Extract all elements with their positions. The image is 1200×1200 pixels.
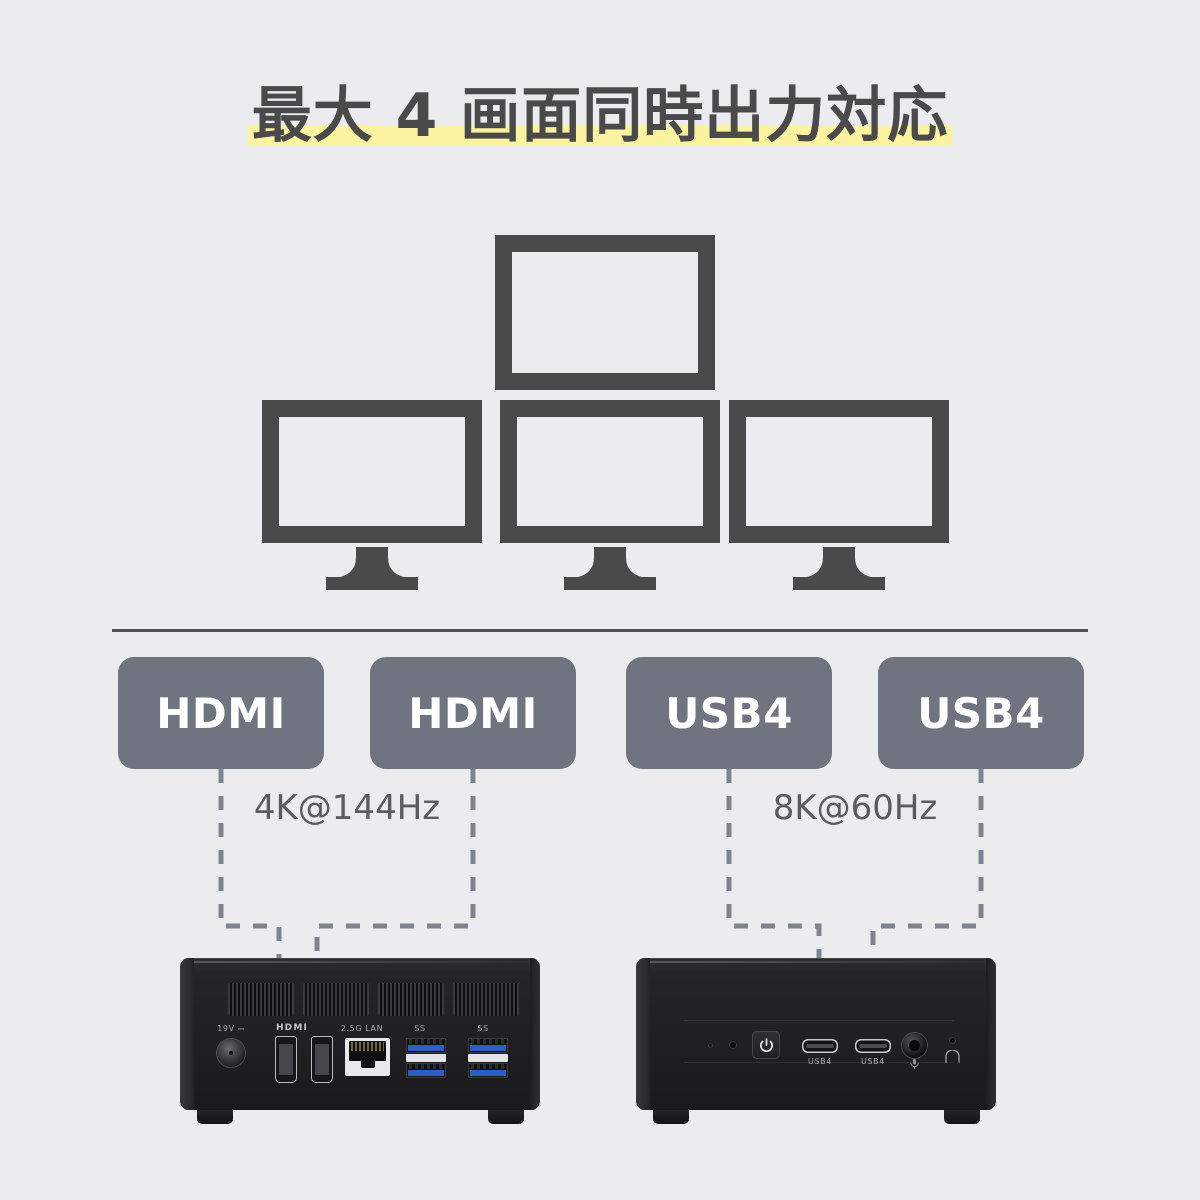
- badge-hdmi-1-label: HDMI: [156, 688, 286, 738]
- headphone-icon: [945, 1050, 960, 1063]
- monitor-center-screen: [517, 417, 703, 526]
- usb-a-port-2-bottom-blue: [470, 1070, 506, 1076]
- usb-a-port-1-top-teeth: [409, 1039, 443, 1044]
- vent-2: [303, 983, 369, 1016]
- audio-jack[interactable]: [902, 1033, 927, 1058]
- lan-port-pins: [351, 1042, 384, 1051]
- vent-1: [228, 983, 294, 1016]
- monitor-right-stand: [793, 547, 885, 590]
- label-usb-right: SS: [477, 1024, 489, 1033]
- page-title: 最大 4 画面同時出力対応: [247, 86, 953, 146]
- front-left-edge: [636, 958, 650, 1110]
- mini-pc-rear: 19V ⎓ HDMI 2.5G LAN SS SS: [180, 958, 540, 1110]
- mini-pc-front-body: USB4 USB4: [636, 958, 996, 1110]
- usb4-port-1-tongue: [806, 1044, 834, 1048]
- usb-a-port-1-top-blue: [408, 1045, 444, 1051]
- badge-hdmi-1[interactable]: HDMI: [118, 657, 324, 769]
- section-divider: [112, 629, 1088, 632]
- usb-a-port-2-top-blue: [470, 1045, 506, 1051]
- label-lan: 2.5G LAN: [340, 1024, 384, 1033]
- usb4-port-1[interactable]: [802, 1039, 838, 1053]
- usb-a-port-2-bottom-teeth: [471, 1064, 505, 1069]
- hdmi-port-1-inner: [279, 1044, 293, 1075]
- badge-usb4-1[interactable]: USB4: [626, 657, 832, 769]
- badge-usb4-1-label: USB4: [665, 688, 793, 738]
- label-power-input: 19V ⎓: [217, 1024, 245, 1033]
- front-foot-right: [944, 1110, 980, 1124]
- hdmi-port-1[interactable]: [275, 1036, 297, 1083]
- hdmi-port-2[interactable]: [311, 1036, 333, 1083]
- usb-a-port-2-bottom[interactable]: [468, 1063, 508, 1078]
- usb-a-stack-1-separator: [406, 1054, 446, 1062]
- monitor-right: [729, 400, 949, 543]
- dc-jack-pin: [229, 1051, 233, 1055]
- resolution-label-usb4: 8K@60Hz: [772, 788, 938, 828]
- status-led-2: [729, 1041, 737, 1049]
- title-highlight-band: [247, 125, 953, 145]
- page-title-container: 最大 4 画面同時出力対応: [0, 86, 1200, 146]
- dc-power-jack[interactable]: [217, 1039, 245, 1067]
- badge-hdmi-2-label: HDMI: [408, 688, 538, 738]
- rear-foot-left: [197, 1110, 233, 1124]
- label-usb4-right: USB4: [861, 1057, 885, 1066]
- vent-4: [453, 983, 519, 1016]
- monitor-top: [495, 235, 715, 390]
- rear-foot-right: [488, 1110, 524, 1124]
- audio-jack-hole: [909, 1040, 920, 1051]
- monitor-left: [262, 400, 482, 543]
- usb-a-port-2-top[interactable]: [468, 1038, 508, 1053]
- usb-a-port-1-bottom-teeth: [409, 1064, 443, 1069]
- vent-3: [378, 983, 444, 1016]
- usb-a-port-1-bottom[interactable]: [406, 1063, 446, 1078]
- rear-left-edge: [180, 958, 194, 1110]
- mini-pc-rear-body: 19V ⎓ HDMI 2.5G LAN SS SS: [180, 958, 540, 1110]
- badge-usb4-2[interactable]: USB4: [878, 657, 1084, 769]
- usb-a-stack-2[interactable]: [468, 1038, 508, 1078]
- label-hdmi: HDMI: [275, 1023, 309, 1033]
- monitor-left-stand: [326, 547, 418, 590]
- monitor-center: [500, 400, 720, 543]
- monitor-top-screen: [512, 252, 698, 373]
- monitor-right-screen: [746, 417, 932, 526]
- power-button[interactable]: [752, 1031, 780, 1059]
- lan-port[interactable]: [345, 1038, 390, 1076]
- usb-a-port-2-top-teeth: [471, 1039, 505, 1044]
- mini-pc-front: USB4 USB4: [636, 958, 996, 1110]
- rear-top-sheen: [190, 961, 530, 963]
- microphone-icon: [910, 1059, 919, 1070]
- label-usb4-left: USB4: [808, 1057, 832, 1066]
- status-led-1: [708, 1043, 713, 1048]
- usb-a-port-1-top[interactable]: [406, 1038, 446, 1053]
- rear-right-edge: [530, 958, 540, 1110]
- page-title-text: 最大 4 画面同時出力対応: [251, 81, 949, 151]
- monitor-left-screen: [279, 417, 465, 526]
- usb-a-stack-1[interactable]: [406, 1038, 446, 1078]
- front-right-edge: [986, 958, 996, 1110]
- badge-usb4-2-label: USB4: [917, 688, 1045, 738]
- front-panel-bottom-line: [684, 1062, 954, 1063]
- front-top-sheen: [646, 961, 986, 963]
- usb-a-stack-2-separator: [468, 1054, 508, 1062]
- usb4-port-2[interactable]: [855, 1039, 891, 1053]
- hdmi-port-2-inner: [315, 1044, 329, 1075]
- resolution-label-hdmi: 4K@144Hz: [253, 788, 441, 828]
- front-panel-top-line: [684, 1020, 954, 1021]
- microphone-pinhole: [949, 1037, 956, 1044]
- power-icon: [759, 1037, 773, 1052]
- label-usb-left: SS: [414, 1024, 426, 1033]
- monitor-center-stand: [564, 547, 656, 590]
- front-foot-left: [653, 1110, 689, 1124]
- usb-a-port-1-bottom-blue: [408, 1070, 444, 1076]
- lan-port-tab: [360, 1058, 375, 1068]
- usb4-port-2-tongue: [859, 1044, 887, 1048]
- badge-hdmi-2[interactable]: HDMI: [370, 657, 576, 769]
